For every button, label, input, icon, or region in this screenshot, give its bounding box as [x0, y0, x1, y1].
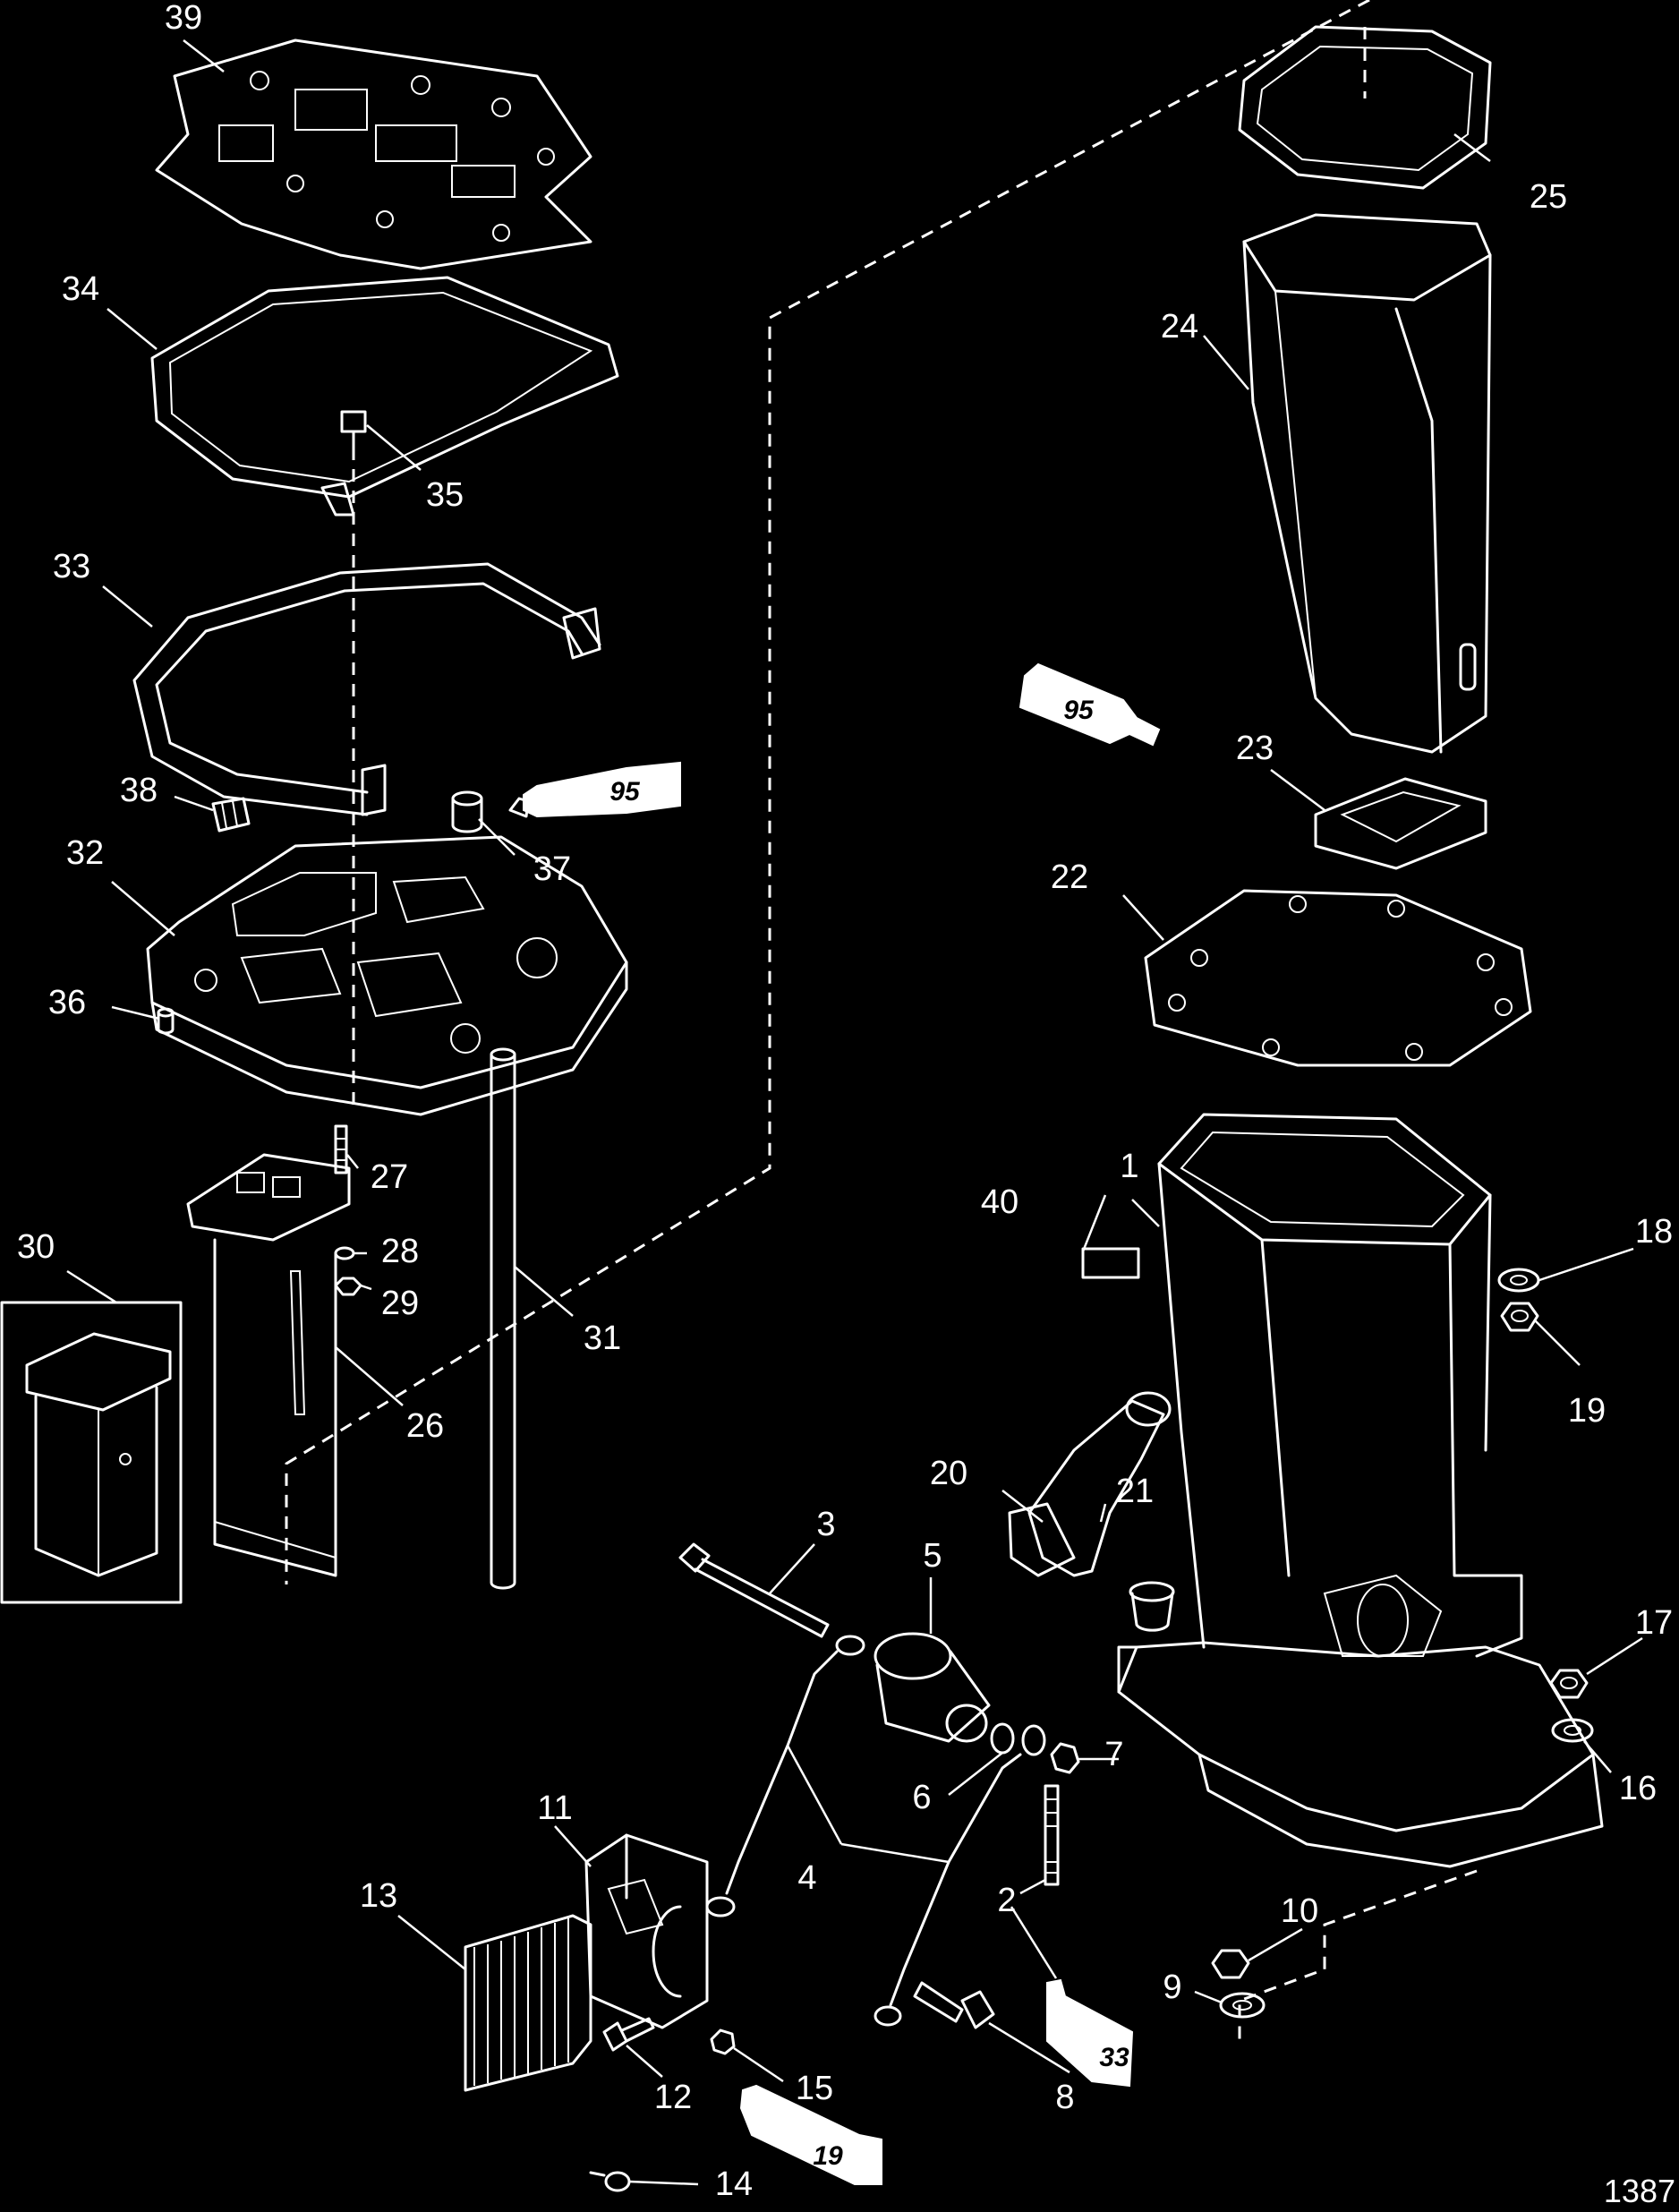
callout-32: 32: [66, 834, 104, 872]
stud-27: [334, 1124, 348, 1174]
nut-15: [710, 2028, 736, 2055]
callout-27: 27: [371, 1158, 408, 1196]
callout-17: 17: [1635, 1604, 1673, 1642]
exhaust-housing-24: [1242, 213, 1492, 754]
gasket-39: [155, 38, 592, 270]
exhaust-tube-26: [186, 1153, 351, 1577]
water-tube-20: [1008, 1391, 1172, 1577]
alignment-dash-lines: [285, 0, 1478, 2045]
bolt-3: [678, 1542, 830, 1638]
reference-code: 1387: [1604, 2173, 1675, 2209]
callout-7: 7: [1104, 1736, 1123, 1773]
callout-30: 30: [17, 1228, 55, 1266]
callout-29: 29: [381, 1285, 419, 1322]
sealant-tube-d-label: 19: [813, 2141, 843, 2171]
callout-20: 20: [930, 1455, 967, 1492]
stud-2: [1044, 1784, 1060, 1886]
ground-strap-4: [705, 1635, 1046, 2027]
seal-23: [1314, 777, 1487, 870]
washer-9: [1219, 1992, 1266, 2019]
callout-8: 8: [1055, 2079, 1074, 2116]
bolt-12: [602, 2017, 655, 2052]
sealant-tube-c: 33: [1046, 1978, 1134, 2088]
washer-16: [1551, 1718, 1594, 1743]
callout-labels: 1 2 3 4 5 6 7 8 9 10 11 12 13 14 15 16 1…: [17, 0, 1673, 2203]
bolt-35: [340, 410, 367, 449]
seal-33: [132, 562, 601, 816]
callout-15: 15: [796, 2070, 833, 2107]
callout-1: 1: [1120, 1148, 1138, 1185]
gasket-34: [150, 276, 619, 517]
washer-28: [334, 1246, 355, 1260]
callout-18: 18: [1635, 1213, 1673, 1251]
sealant-tube-c-label: 33: [1099, 2043, 1129, 2072]
sleeve-37: [451, 790, 483, 833]
nut-10: [1211, 1949, 1250, 1979]
screw-14: [589, 2171, 631, 2192]
callout-28: 28: [381, 1233, 419, 1270]
adaptor-plate-32: [146, 835, 628, 1116]
callout-5: 5: [923, 1537, 942, 1575]
callout-3: 3: [816, 1506, 835, 1543]
callout-12: 12: [654, 2079, 692, 2116]
callout-13: 13: [360, 1877, 397, 1915]
callout-34: 34: [62, 270, 99, 308]
callout-16: 16: [1619, 1770, 1657, 1807]
gasket-22: [1144, 889, 1532, 1067]
callout-23: 23: [1236, 730, 1274, 767]
callout-11: 11: [537, 1789, 572, 1827]
callout-9: 9: [1163, 1969, 1181, 2006]
sealant-tube-d: 19: [739, 2084, 882, 2185]
callout-33: 33: [53, 548, 90, 585]
callout-6: 6: [912, 1779, 931, 1816]
callout-31: 31: [584, 1320, 621, 1357]
driveshaft-housing-1: [1117, 1113, 1604, 1868]
nut-7: [1050, 1742, 1080, 1774]
callout-25: 25: [1530, 178, 1567, 216]
callout-10: 10: [1281, 1892, 1318, 1930]
nut-19: [1500, 1302, 1539, 1332]
callout-38: 38: [120, 772, 158, 809]
grommet-21: [1129, 1581, 1175, 1632]
nut-17: [1549, 1669, 1589, 1699]
callout-35: 35: [426, 476, 464, 514]
sealant-tube-a-label: 95: [609, 777, 641, 807]
bolt-8: [913, 1981, 995, 2029]
dowel-pin-36: [157, 1007, 175, 1035]
nut-29: [334, 1277, 362, 1296]
sealant-tube-b: 95: [1018, 662, 1161, 747]
fitting-38: [211, 797, 251, 833]
decal-40: [1081, 1247, 1140, 1279]
water-tube-31: [490, 1047, 516, 1590]
callout-19: 19: [1568, 1392, 1606, 1430]
callout-22: 22: [1051, 858, 1088, 896]
exhaust-tube-30-box: [0, 1301, 183, 1604]
callout-2: 2: [997, 1882, 1016, 1919]
washer-18: [1497, 1268, 1540, 1293]
sealant-tube-b-label: 95: [1063, 696, 1095, 725]
leader-lines: [66, 39, 1643, 2186]
callout-21: 21: [1116, 1473, 1154, 1510]
washer-6: [990, 1722, 1015, 1755]
anode-13: [464, 1914, 592, 2092]
callout-14: 14: [715, 2165, 753, 2203]
callout-26: 26: [406, 1407, 444, 1445]
callout-36: 36: [48, 984, 86, 1021]
anode-hatching: [473, 1918, 569, 2086]
callout-37: 37: [533, 850, 571, 888]
callout-4: 4: [797, 1859, 816, 1897]
callout-24: 24: [1161, 308, 1198, 346]
callout-39: 39: [165, 0, 202, 37]
mount-5: [874, 1632, 991, 1743]
callout-40: 40: [981, 1183, 1018, 1221]
sealant-tube-a: 95: [508, 761, 681, 818]
seal-25: [1238, 25, 1492, 190]
bracket-11: [584, 1833, 709, 2029]
